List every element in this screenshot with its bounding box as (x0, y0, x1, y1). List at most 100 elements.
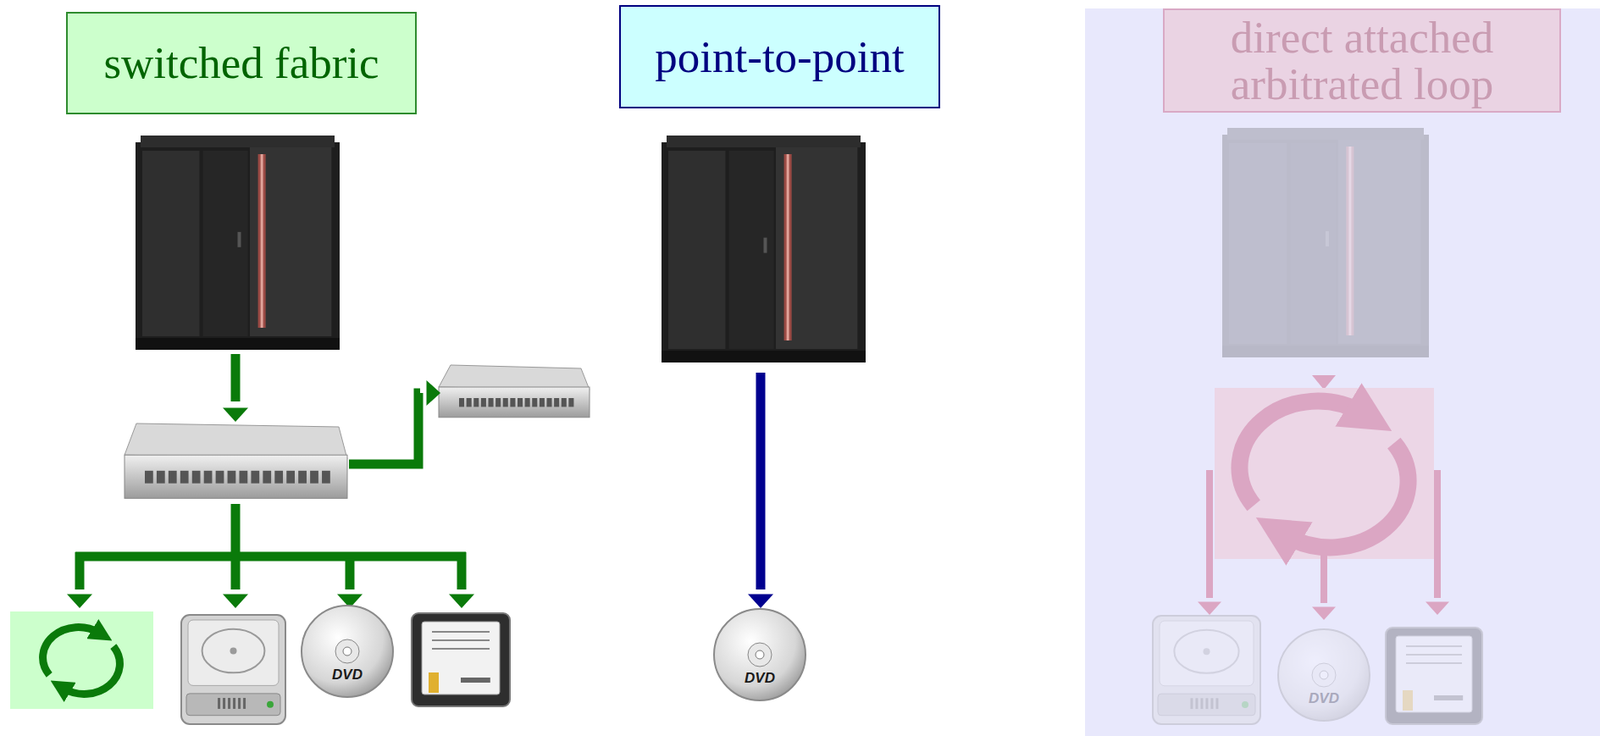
disk-spindle (1203, 647, 1211, 655)
tape-label-line (1406, 662, 1462, 665)
loop-box (1214, 387, 1434, 560)
loop-icon (1239, 401, 1408, 549)
switch-port (553, 398, 560, 407)
title-text: switched fabric (103, 39, 379, 86)
switch-top (124, 423, 348, 460)
switch (438, 365, 590, 418)
loop-icon (43, 627, 121, 695)
disc-label: DVD (332, 666, 363, 684)
mainframe-body (1222, 134, 1429, 358)
tape-barcode (1433, 695, 1463, 701)
tape-tab (428, 672, 439, 693)
mainframe-top (1227, 127, 1424, 140)
arrow-head (1425, 602, 1450, 615)
switch-top (438, 365, 590, 390)
tape-tab (1402, 690, 1413, 711)
switch (124, 423, 348, 499)
disk-slot (243, 697, 246, 709)
dvd-icon (1278, 629, 1370, 721)
switch-port (250, 470, 260, 484)
switch-port (459, 398, 465, 407)
arrow-line (1320, 554, 1328, 604)
switch-port (473, 398, 479, 407)
hard-disk-icon (1152, 615, 1261, 725)
arrow-head (222, 594, 249, 609)
switch-port (239, 470, 249, 484)
disk-spindle (230, 647, 238, 655)
dvd-icon (301, 605, 394, 698)
arrow-head (1312, 375, 1336, 390)
loop-arc (1284, 442, 1409, 548)
switch-port (509, 398, 515, 407)
disk-slot (217, 697, 221, 709)
mainframe (135, 135, 340, 350)
switch-port (525, 398, 531, 407)
tape-label-line (1406, 645, 1462, 648)
mainframe-body (135, 142, 340, 350)
dvd-icon (714, 608, 806, 701)
title-text: point-to-point (654, 33, 904, 80)
switched-fabric-illustration (10, 135, 590, 725)
switch-port (180, 470, 189, 484)
mainframe-handle (1325, 231, 1329, 247)
tape-cartridge-icon (411, 613, 510, 707)
dvd-disc (714, 608, 806, 701)
mainframe-top (140, 135, 335, 148)
mainframe-base (1222, 345, 1429, 358)
dvd-hole (1319, 670, 1329, 680)
mainframe-mid-panel (202, 150, 248, 337)
switch-port (227, 470, 237, 484)
switch-port (321, 470, 331, 484)
mainframe-handle (238, 232, 242, 248)
dvd-disc (301, 605, 394, 698)
switch-port (192, 470, 201, 484)
switch-port (481, 398, 487, 407)
disk-face (188, 620, 279, 686)
tape-barcode (460, 677, 491, 683)
switch-port (262, 470, 272, 484)
switch-port (204, 470, 213, 484)
switch-port (215, 470, 225, 484)
mainframe-stripe (1345, 146, 1354, 336)
switch-port (517, 398, 523, 407)
switch-port (547, 398, 553, 407)
switch-port (310, 470, 319, 484)
dvd-ring (1312, 663, 1336, 687)
disk-slot (1215, 697, 1218, 709)
tape-body (411, 613, 510, 707)
title-box: point-to-point (619, 5, 941, 109)
mainframe (661, 135, 866, 363)
tape-body (1385, 627, 1483, 725)
disk-platter (202, 629, 266, 674)
dvd-ring (335, 639, 360, 664)
dvd-hole (343, 647, 352, 656)
dvd-hole (755, 650, 765, 659)
loop-arc (63, 646, 120, 694)
switch-port (286, 470, 295, 484)
switch-port (156, 470, 166, 484)
mainframe-stripe-light (260, 154, 264, 328)
disk-led (266, 701, 274, 709)
tape-label-line (431, 639, 490, 642)
point-to-point-illustration (661, 135, 866, 701)
title-box: direct attached arbitrated loop (1162, 8, 1562, 113)
switch-port (568, 398, 574, 407)
mainframe-mid-panel (728, 150, 774, 349)
switch-port (488, 398, 494, 407)
switch-port (539, 398, 545, 407)
arrow-line (457, 552, 467, 590)
faded-group (1222, 127, 1429, 358)
arrow-line (1206, 470, 1213, 598)
disk-slot (1200, 697, 1203, 709)
disk-slot (222, 697, 226, 709)
disk-slot (227, 697, 231, 709)
arrow-head (747, 594, 774, 609)
arrow-line (345, 552, 355, 590)
mainframe-door (1338, 139, 1422, 344)
arrow-line (756, 372, 766, 590)
arbitrated-loop-illustration (1152, 127, 1483, 725)
mainframe-body (661, 142, 866, 363)
mainframe-stripe-light (1348, 146, 1351, 336)
disk-slot (1190, 697, 1193, 709)
